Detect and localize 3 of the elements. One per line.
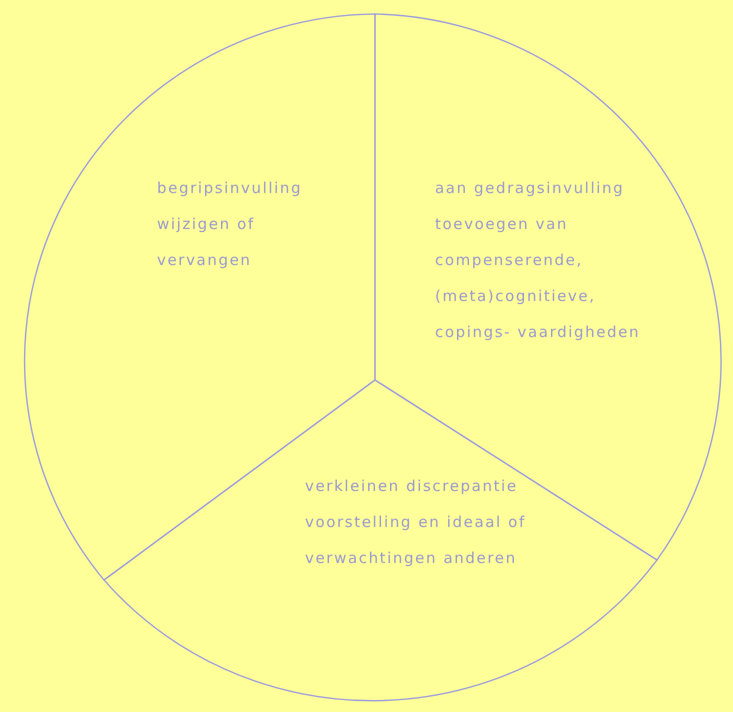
sector-label: begripsinvulling wijzigen of vervangen: [157, 178, 304, 271]
sector-label: aan gedragsinvulling toevoegen van compenserende, (meta)cognitieve, copings- vaardigheden: [435, 178, 642, 343]
sector-label: verkleinen discrepantie voorstelling en ideaal of verwachtingen anderen: [305, 476, 527, 569]
